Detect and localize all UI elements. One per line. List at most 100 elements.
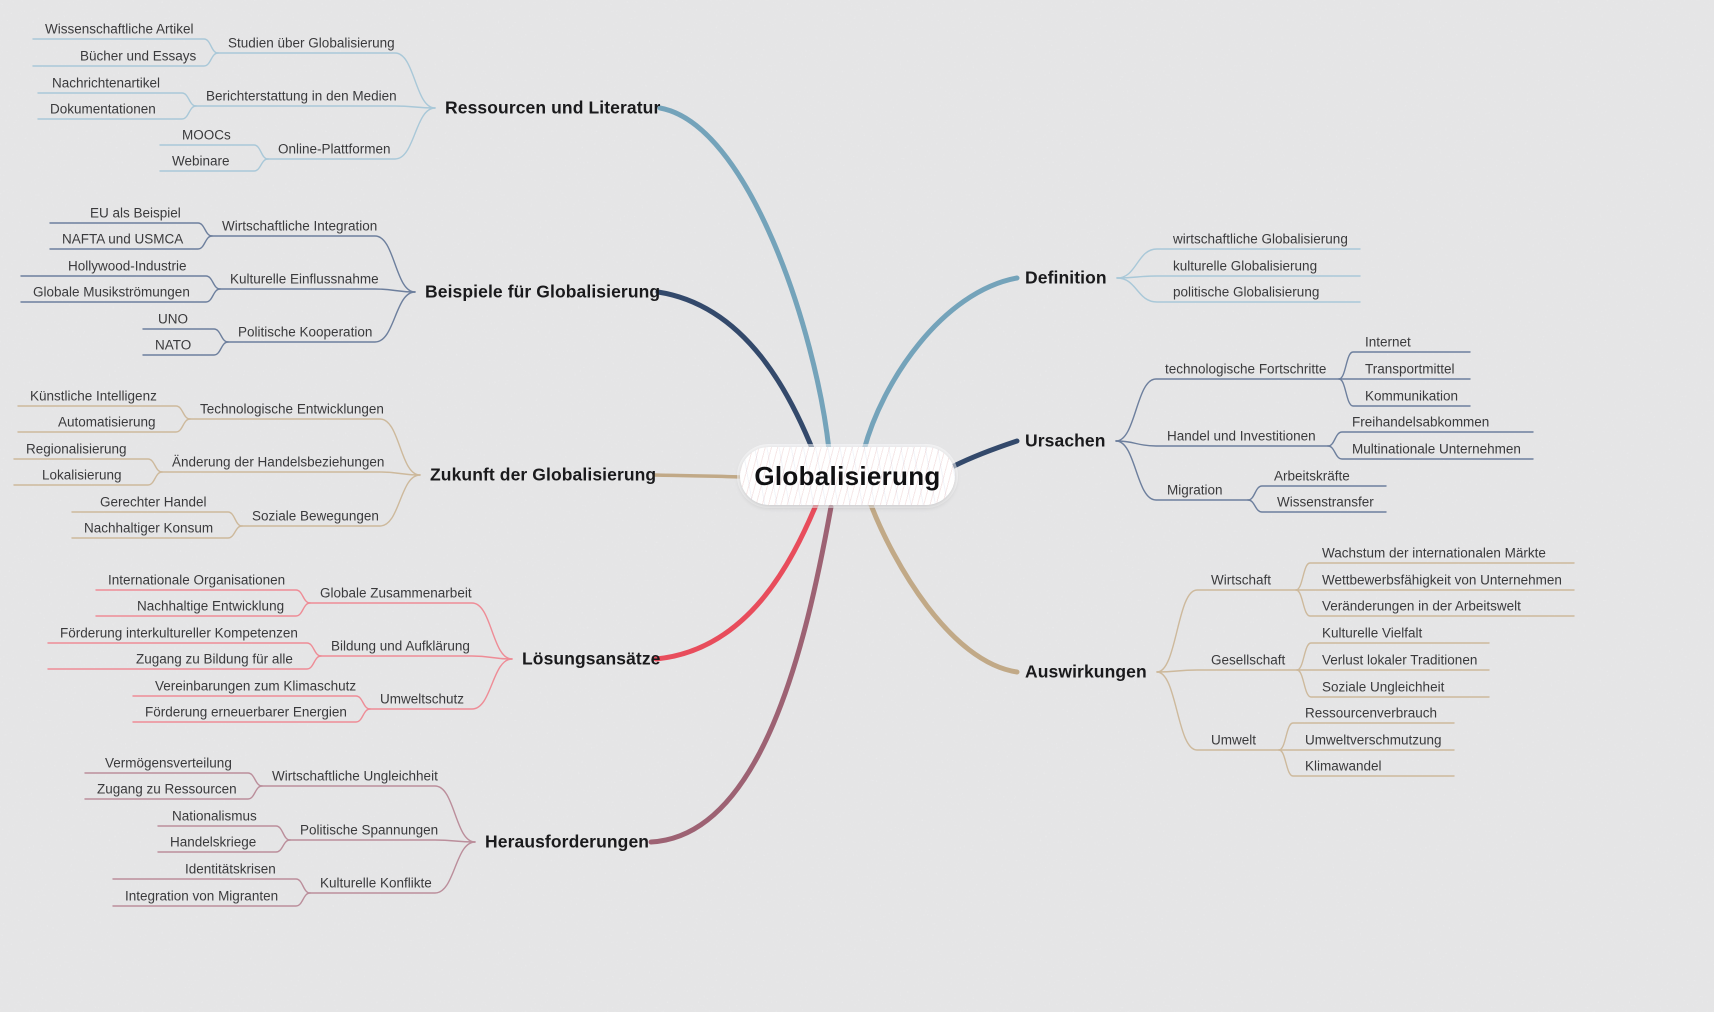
subtopic-politische-globalisierung[interactable]: politische Globalisierung — [1173, 284, 1320, 300]
subtopic-foerderung-erneuerbarer-energien[interactable]: Förderung erneuerbarer Energien — [145, 704, 347, 720]
subtopic-dokumentationen[interactable]: Dokumentationen — [50, 101, 156, 117]
subtopic-lokalisierung[interactable]: Lokalisierung — [42, 467, 122, 483]
subtopic-kulturelle-globalisierung[interactable]: kulturelle Globalisierung — [1173, 258, 1318, 274]
subtopic-internationale-organisationen[interactable]: Internationale Organisationen — [108, 572, 286, 588]
branch-connector — [655, 289, 817, 456]
subtopic-nachhaltiger-konsum[interactable]: Nachhaltiger Konsum — [84, 520, 214, 536]
central-topic[interactable]: Globalisierung — [740, 447, 955, 505]
subtopic-nafta-und-usmca[interactable]: NAFTA und USMCA — [62, 231, 184, 247]
subtopic-online-plattformen[interactable]: Online-Plattformen — [278, 141, 391, 157]
subtopic-soziale-bewegungen[interactable]: Soziale Bewegungen — [252, 508, 379, 524]
subtopic-soziale-ungleichheit[interactable]: Soziale Ungleichheit — [1322, 679, 1445, 695]
subtopic-veraenderungen-in-der-arbeitswelt[interactable]: Veränderungen in der Arbeitswelt — [1322, 598, 1521, 614]
subtopic-vereinbarungen-zum-klimaschutz[interactable]: Vereinbarungen zum Klimaschutz — [155, 678, 357, 694]
main-topic-zukunft-der-globalisierung[interactable]: Zukunft der Globalisierung — [430, 464, 657, 485]
subtopic-identitaetskrisen[interactable]: Identitätskrisen — [185, 861, 276, 877]
subtopic-aenderung-der-handelsbeziehungen[interactable]: Änderung der Handelsbeziehungen — [172, 454, 385, 470]
subtopic-zugang-zu-ressourcen[interactable]: Zugang zu Ressourcen — [97, 781, 237, 797]
subtopic-nato[interactable]: NATO — [155, 337, 192, 353]
subtopic-buecher-und-essays[interactable]: Bücher und Essays — [80, 48, 197, 64]
subtopic-hollywood-industrie[interactable]: Hollywood-Industrie — [68, 258, 187, 274]
subtopic-kulturelle-vielfalt[interactable]: Kulturelle Vielfalt — [1322, 625, 1423, 641]
subtopic-webinare[interactable]: Webinare — [172, 153, 230, 169]
subtopic-globale-musikstroemungen[interactable]: Globale Musikströmungen — [33, 284, 190, 300]
branch-connector — [13, 471, 163, 486]
subtopic-bildung-und-aufklaerung[interactable]: Bildung und Aufklärung — [331, 638, 470, 654]
main-topic-auswirkungen[interactable]: Auswirkungen — [1025, 661, 1147, 682]
subtopic-ressourcenverbrauch[interactable]: Ressourcenverbrauch — [1305, 705, 1438, 721]
subtopic-kommunikation[interactable]: Kommunikation — [1365, 388, 1459, 404]
subtopic-migration[interactable]: Migration — [1167, 482, 1223, 498]
branch-connector — [1338, 378, 1471, 407]
subtopic-foerderung-interkultureller-kompetenzen[interactable]: Förderung interkultureller Kompetenzen — [60, 625, 298, 641]
subtopic-technologische-fortschritte[interactable]: technologische Fortschritte — [1165, 361, 1327, 377]
branch-connector — [227, 291, 416, 343]
subtopic-freihandelsabkommen[interactable]: Freihandelsabkommen — [1352, 414, 1490, 430]
branch-connector — [1338, 351, 1471, 380]
subtopic-wachstum-der-internationalen-maerkte[interactable]: Wachstum der internationalen Märkte — [1322, 545, 1546, 561]
subtopic-wirtschaftliche-ungleichheit[interactable]: Wirtschaftliche Ungleichheit — [272, 768, 438, 784]
subtopic-nationalismus[interactable]: Nationalismus — [172, 808, 257, 824]
branch-connector — [159, 144, 269, 160]
branch-connector — [37, 92, 197, 107]
main-topic-herausforderungen[interactable]: Herausforderungen — [485, 831, 650, 852]
branch-connector — [1247, 485, 1387, 501]
branch-connector — [195, 105, 436, 109]
subtopic-internet[interactable]: Internet — [1365, 334, 1411, 350]
subtopic-wissenstransfer[interactable]: Wissenstransfer — [1277, 494, 1374, 510]
subtopic-verlust-lokaler-traditionen[interactable]: Verlust lokaler Traditionen — [1322, 652, 1478, 668]
branch-connector — [1115, 440, 1249, 501]
subtopic-regionalisierung[interactable]: Regionalisierung — [26, 441, 127, 457]
subtopic-handel-und-investitionen[interactable]: Handel und Investitionen — [1167, 428, 1316, 444]
branch-connector — [71, 525, 243, 539]
subtopic-wirtschaft[interactable]: Wirtschaft — [1211, 572, 1272, 588]
subtopic-wirtschaftliche-globalisierung[interactable]: wirtschaftliche Globalisierung — [1173, 231, 1348, 247]
branch-connector — [132, 708, 371, 723]
branch-connector — [951, 438, 1020, 469]
subtopic-klimawandel[interactable]: Klimawandel — [1305, 758, 1382, 774]
subtopic-uno[interactable]: UNO — [158, 311, 188, 327]
subtopic-studien-ueber-globalisierung[interactable]: Studien über Globalisierung — [228, 35, 395, 51]
subtopic-umweltverschmutzung[interactable]: Umweltverschmutzung — [1305, 732, 1442, 748]
subtopic-kulturelle-einflussnahme[interactable]: Kulturelle Einflussnahme — [230, 271, 379, 287]
subtopic-berichterstattung-in-den-medien[interactable]: Berichterstattung in den Medien — [206, 88, 397, 104]
main-topic-ursachen[interactable]: Ursachen — [1025, 430, 1106, 451]
subtopic-nachhaltige-entwicklung[interactable]: Nachhaltige Entwicklung — [137, 598, 285, 614]
branch-connector — [157, 825, 291, 841]
subtopic-wettbewerbsfaehigkeit-von-unternehmen[interactable]: Wettbewerbsfähigkeit von Unternehmen — [1322, 572, 1562, 588]
subtopic-wirtschaftliche-integration[interactable]: Wirtschaftliche Integration — [222, 218, 378, 234]
subtopic-kulturelle-konflikte[interactable]: Kulturelle Konflikte — [320, 875, 432, 891]
subtopic-zugang-zu-bildung-fuer-alle[interactable]: Zugang zu Bildung für alle — [136, 651, 293, 667]
subtopic-transportmittel[interactable]: Transportmittel — [1365, 361, 1455, 377]
subtopic-handelskriege[interactable]: Handelskriege — [170, 834, 257, 850]
subtopic-vermoegensverteilung[interactable]: Vermögensverteilung — [105, 755, 232, 771]
branch-connector — [47, 655, 322, 670]
subtopic-arbeitskraefte[interactable]: Arbeitskräfte — [1274, 468, 1350, 484]
main-topic-ressourcen-und-literatur[interactable]: Ressourcen und Literatur — [445, 97, 661, 118]
subtopic-kuenstliche-intelligenz[interactable]: Künstliche Intelligenz — [30, 388, 157, 404]
branch-connector — [1116, 277, 1361, 303]
main-topic-beispiele-fuer-globalisierung[interactable]: Beispiele für Globalisierung — [425, 281, 661, 302]
subtopic-gesellschaft[interactable]: Gesellschaft — [1211, 652, 1286, 668]
main-topic-loesungsansaetze[interactable]: Lösungsansätze — [522, 648, 661, 669]
subtopic-technologische-entwicklungen[interactable]: Technologische Entwicklungen — [200, 401, 384, 417]
main-topic-definition[interactable]: Definition — [1025, 267, 1107, 288]
subtopic-multinationale-unternehmen[interactable]: Multinationale Unternehmen — [1352, 441, 1521, 457]
subtopic-nachrichtenartikel[interactable]: Nachrichtenartikel — [52, 75, 161, 91]
branch-connector — [189, 418, 421, 476]
subtopic-umwelt[interactable]: Umwelt — [1211, 732, 1257, 748]
subtopic-politische-kooperation[interactable]: Politische Kooperation — [238, 324, 373, 340]
subtopic-integration-von-migranten[interactable]: Integration von Migranten — [125, 888, 279, 904]
branch-connector — [37, 105, 197, 120]
subtopic-automatisierung[interactable]: Automatisierung — [58, 414, 156, 430]
branch-connector — [1295, 589, 1575, 617]
subtopic-globale-zusammenarbeit[interactable]: Globale Zusammenarbeit — [320, 585, 472, 601]
branch-connector — [309, 602, 513, 660]
subtopic-politische-spannungen[interactable]: Politische Spannungen — [300, 822, 439, 838]
subtopic-gerechter-handel[interactable]: Gerechter Handel — [100, 494, 207, 510]
subtopic-wissenschaftliche-artikel[interactable]: Wissenschaftliche Artikel — [45, 21, 194, 37]
subtopic-umweltschutz[interactable]: Umweltschutz — [380, 691, 465, 707]
branch-connector — [20, 275, 221, 290]
subtopic-eu-als-beispiel[interactable]: EU als Beispiel — [90, 205, 181, 221]
subtopic-moocs[interactable]: MOOCs — [182, 127, 231, 143]
